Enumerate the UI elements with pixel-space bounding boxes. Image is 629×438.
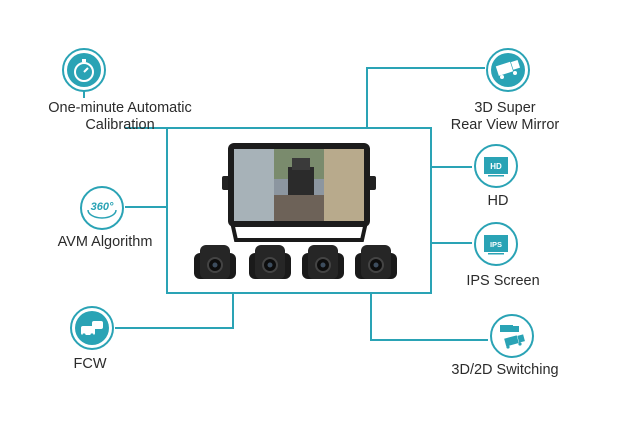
hd-icon-text: HD [490,162,502,171]
mirror-label-line2: Rear View Mirror [450,117,560,133]
calibration-label-line2: Calibration [85,117,155,133]
fcw-label: FCW [73,356,107,372]
ips-icon-text: IPS [490,240,502,249]
stopwatch-icon [62,48,106,92]
avm-label: AVM Algorithm [57,234,153,250]
connector-lines [83,67,488,341]
360-degree-icon: 360° [80,186,124,230]
monitor-stand [230,221,368,242]
product-frame [166,127,432,294]
ips-screen-icon: IPS [474,222,518,266]
screen-truck [288,167,314,195]
connector-switching [370,293,488,341]
truck-3d-icon [486,48,530,92]
camera [302,245,344,279]
ips-label: IPS Screen [466,273,540,289]
mirror-label: 3D Super Rear View Mirror [430,100,580,134]
truck-switch-icon [490,314,534,358]
connector-fcw [115,293,234,329]
camera [249,245,291,279]
collision-warning-icon [70,306,114,350]
cameras [194,245,397,279]
screen-rear-view [274,195,324,221]
connector-mirror [366,67,485,128]
hd-label: HD [487,193,509,209]
calibration-label: One-minute Automatic Calibration [30,100,210,134]
screen-truck-cab [292,158,310,170]
360-icon-text: 360° [91,201,114,213]
screen-left-view [234,149,274,221]
calibration-label-line1: One-minute Automatic [48,100,192,116]
monitor [222,143,376,242]
mirror-label-line1: 3D Super [474,100,536,116]
hd-screen-icon: HD [474,144,518,188]
camera [194,245,236,279]
camera [355,245,397,279]
switching-label: 3D/2D Switching [451,362,559,378]
screen-right-view [324,149,364,221]
